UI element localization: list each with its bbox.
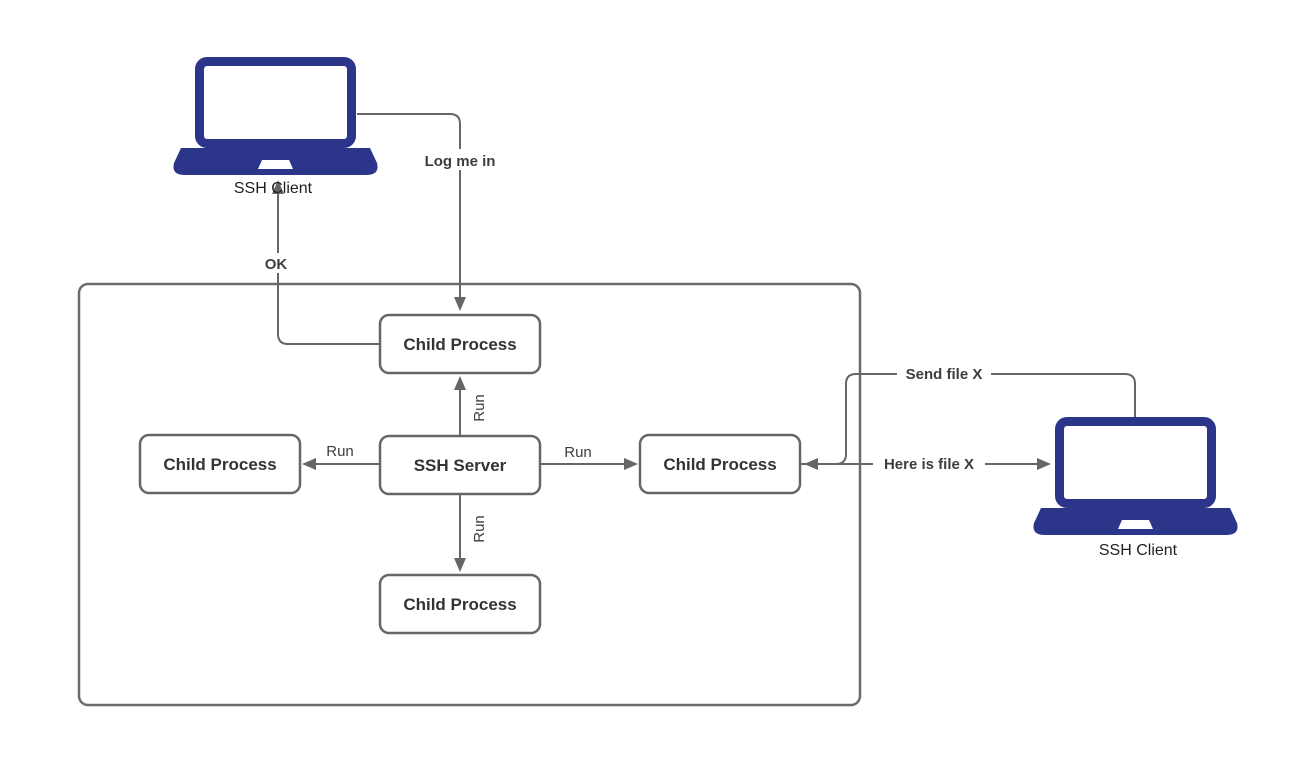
edge-label-log-me-in: Log me in	[425, 153, 496, 170]
edge-log-me-in	[357, 113, 466, 311]
node-ssh-server: SSH Server	[378, 434, 542, 496]
child-process-bottom-box	[378, 573, 542, 635]
laptop-icon	[173, 57, 378, 175]
ok-halo	[261, 253, 291, 273]
child-process-right-label: Child Process	[663, 455, 776, 474]
laptop-icon	[1033, 417, 1238, 535]
child-process-left-label: Child Process	[163, 455, 276, 474]
child-process-left-box	[138, 433, 302, 495]
edge-label-run-right: Run	[564, 444, 592, 461]
node-ssh-client-left: SSH Client	[173, 57, 378, 197]
log-me-in-halo	[414, 149, 506, 170]
ssh-client-right-label: SSH Client	[1099, 542, 1178, 559]
node-child-process-right: Child Process	[638, 433, 802, 495]
ssh-server-label: SSH Server	[414, 456, 507, 475]
edge-ok	[272, 180, 380, 345]
node-ssh-client-right: SSH Client	[1033, 417, 1238, 559]
edge-label-send-file: Send file X	[906, 366, 983, 383]
node-child-process-left: Child Process	[138, 433, 302, 495]
edge-label-run-left: Run	[326, 443, 354, 460]
child-process-bottom-label: Child Process	[403, 595, 516, 614]
node-child-process-top: Child Process	[378, 313, 542, 375]
node-child-process-bottom: Child Process	[378, 573, 542, 635]
edge-label-run-down: Run	[471, 515, 488, 543]
edge-label-run-up: Run	[471, 394, 488, 422]
child-process-top-label: Child Process	[403, 335, 516, 354]
edge-label-here-is-file: Here is file X	[884, 456, 974, 473]
send-file-halo	[897, 364, 991, 383]
edge-label-ok: OK	[265, 256, 288, 273]
child-process-top-box	[378, 313, 542, 375]
edge-send-file	[804, 373, 1136, 470]
ssh-client-left-label: SSH Client	[234, 180, 313, 197]
here-is-file-halo	[873, 454, 985, 473]
ssh-server-box	[378, 434, 542, 496]
child-process-right-box	[638, 433, 802, 495]
